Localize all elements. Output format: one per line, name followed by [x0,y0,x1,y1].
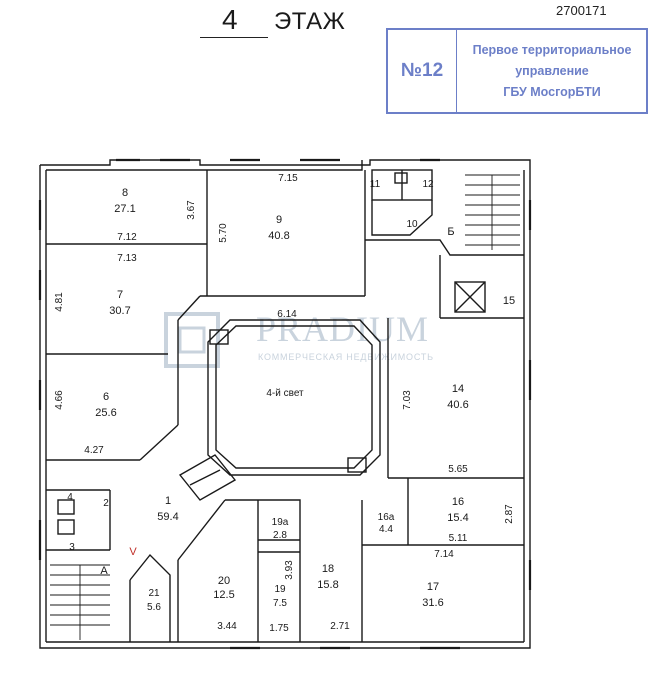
room-20-area: 12.5 [213,589,234,601]
room-18-number: 18 [322,563,334,575]
room-19a-number: 19a [272,517,289,528]
room-14-area: 40.6 [447,399,468,411]
dim-5-11: 5.11 [449,533,468,544]
room-21-area: 5.6 [147,602,161,613]
room-2-number: 2 [103,498,109,509]
room-17-number: 17 [427,581,439,593]
room-16a-number: 16a [378,512,395,523]
dim-2-71: 2.71 [330,621,350,632]
room-21-number: 21 [148,588,160,599]
document-number: 2700171 [556,3,607,18]
room-11-number: 11 [370,179,381,190]
dim-3-67: 3.67 [186,200,197,220]
stamp-text: Первое территориальное управление ГБУ Мо… [458,40,646,103]
room-14-number: 14 [452,383,464,395]
plan-walls [38,158,532,650]
stamp-line-3: ГБУ МосгорБТИ [503,85,601,99]
light-well-label: 4-й свет [266,388,304,399]
stamp-number: №12 [388,30,457,112]
room-16-number: 16 [452,496,464,508]
room-19a-area: 2.8 [273,530,287,541]
room-7-area: 30.7 [109,305,130,317]
stair-b-label: Б [447,226,454,238]
room-9-area: 40.8 [268,230,289,242]
room-16a-area: 4.4 [379,524,393,535]
floor-title: 4 ЭТАЖ [200,4,370,38]
room-1-area: 59.4 [157,511,178,523]
room-17-area: 31.6 [422,597,443,609]
dim-4-27: 4.27 [84,445,104,456]
bti-stamp: №12 Первое территориальное управление ГБ… [386,28,648,114]
floor-underline [200,37,268,38]
room-6-area: 25.6 [95,407,116,419]
dim-7-03: 7.03 [402,390,413,410]
floor-word: ЭТАЖ [274,8,346,35]
dim-5-65: 5.65 [448,464,468,475]
room-12-number: 12 [422,179,434,190]
room-10-number: 10 [406,219,418,230]
dim-4-81: 4.81 [54,292,65,312]
room-19-number: 19 [274,584,286,595]
room-8-number: 8 [122,187,128,199]
floor-number: 4 [222,4,238,35]
dim-1-75: 1.75 [269,623,289,634]
dim-3-44: 3.44 [217,621,237,632]
stair-a-label: А [100,565,108,577]
dim-7-12: 7.12 [117,232,137,243]
room-9-number: 9 [276,214,282,226]
dim-3-93: 3.93 [284,560,295,580]
room-15-number: 15 [503,295,515,307]
room-20-number: 20 [218,575,230,587]
room-4-number: 4 [67,492,73,503]
dim-4-66: 4.66 [54,390,65,410]
stamp-line-2: управление [515,64,589,78]
room-3-number: 3 [69,542,75,553]
stamp-line-1: Первое территориальное [472,43,632,57]
dim-5-70: 5.70 [218,223,229,243]
dim-7-15: 7.15 [278,173,298,184]
dim-6-14: 6.14 [277,309,297,320]
room-7-number: 7 [117,289,123,301]
dim-7-13: 7.13 [117,253,137,264]
dim-2-87: 2.87 [504,504,515,524]
dim-7-14: 7.14 [434,549,454,560]
room-6-number: 6 [103,391,109,403]
room-18-area: 15.8 [317,579,338,591]
room-16-area: 15.4 [447,512,468,524]
room-1-number: 1 [165,495,171,507]
mark-v: V [129,546,137,558]
room-19-area: 7.5 [273,598,287,609]
room-8-area: 27.1 [114,203,135,215]
